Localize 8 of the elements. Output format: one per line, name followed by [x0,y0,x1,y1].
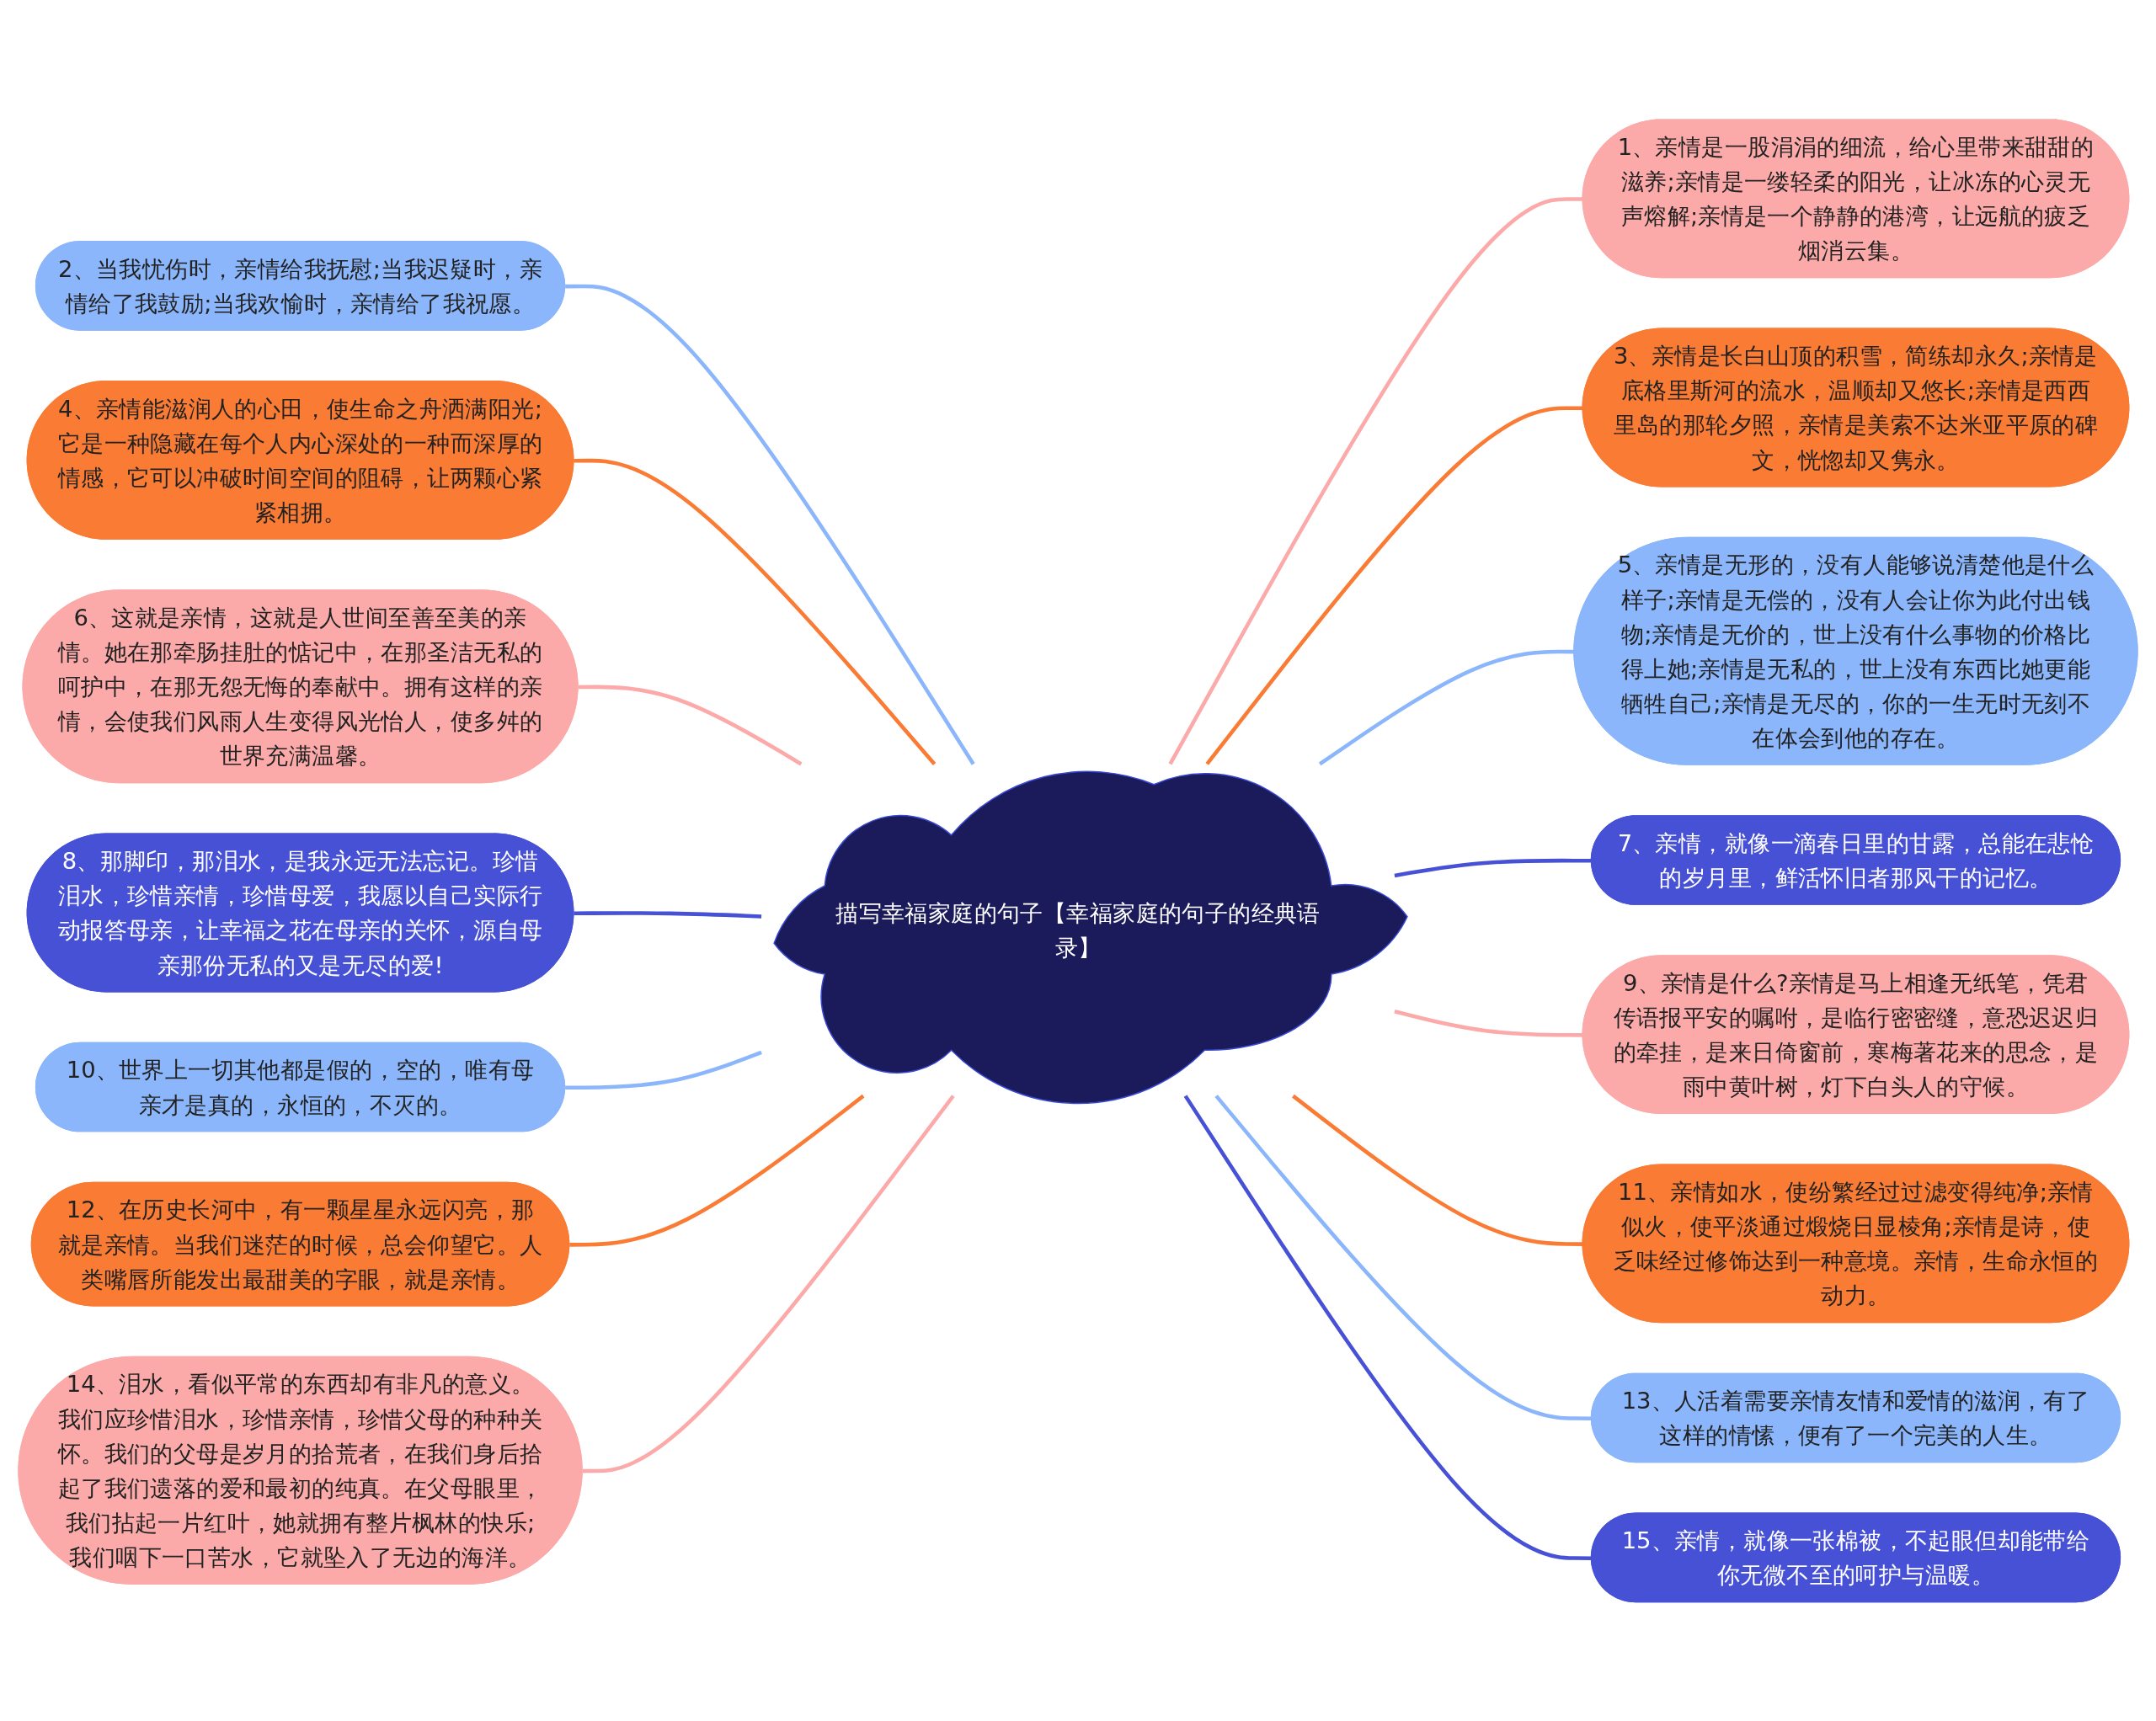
connector [574,910,762,919]
connector [574,458,937,765]
connector [1318,649,1575,766]
connector [569,1094,865,1247]
connector [565,284,975,765]
connector [578,685,803,766]
connector [582,1094,955,1473]
connector [565,1050,762,1090]
